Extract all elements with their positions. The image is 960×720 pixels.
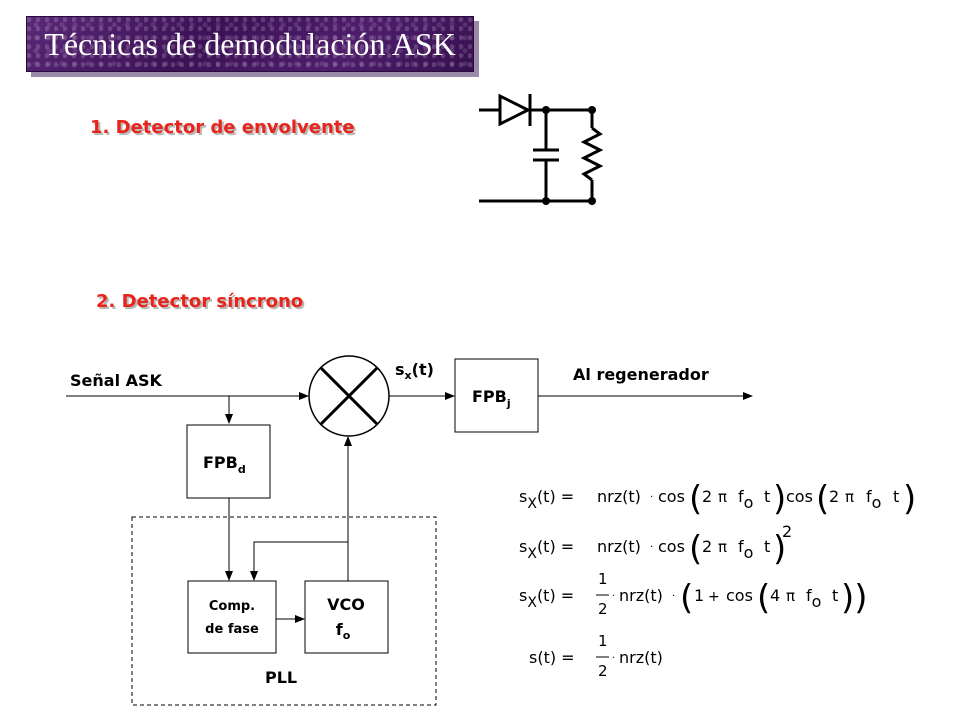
fpb-d-block xyxy=(186,424,271,499)
junction-dot xyxy=(542,106,550,114)
fpb-j-block xyxy=(454,358,539,433)
diode-symbol xyxy=(498,93,532,127)
eq4-numerator: 1 xyxy=(598,632,608,650)
eq1-two: 2 xyxy=(702,487,712,506)
capacitor-symbol xyxy=(533,110,559,201)
equation-3: sX(t) = 1 2 · nrz(t) · ( 1 + cos ( 4 π f… xyxy=(519,570,868,618)
eq2-paren-open: ( xyxy=(689,529,702,569)
eq3-nrz: nrz(t) xyxy=(619,586,663,605)
equations: sX(t) = nrz(t) · cos ( 2 π fo t ) cos ( … xyxy=(519,479,916,680)
eq2-nrz: nrz(t) xyxy=(597,537,641,556)
eq3-pi: π xyxy=(786,587,795,605)
envelope-detector-circuit xyxy=(479,93,604,205)
eq2-paren-close: ) xyxy=(773,529,786,569)
eq2-exponent: 2 xyxy=(782,522,792,541)
eq1-f: fo xyxy=(738,487,753,512)
junction-dot xyxy=(588,197,596,205)
eq2-dot: · xyxy=(650,542,653,553)
eq4-nrz: nrz(t) xyxy=(619,648,663,667)
synchronous-detector-diagram: Señal ASK sx(t) FPBj Al regenerador FPBd… xyxy=(66,355,753,706)
eq1-cos: cos xyxy=(658,487,685,506)
eq2-two: 2 xyxy=(702,537,712,556)
equation-4: s(t) = 1 2 · nrz(t) xyxy=(529,632,663,680)
eq2-t: t xyxy=(764,537,770,556)
eq1-paren-close: ) xyxy=(773,479,786,519)
eq3-dot1: · xyxy=(612,591,615,602)
junction-dot xyxy=(542,197,550,205)
eq1-two2: 2 xyxy=(829,487,839,506)
heading-synchronous-detector: 2. Detector síncrono xyxy=(96,291,304,312)
heading-envelope-detector: 1. Detector de envolvente xyxy=(90,117,355,138)
comp-label-line2: de fase xyxy=(205,622,259,637)
eq3-denominator: 2 xyxy=(598,600,608,618)
eq4-denominator: 2 xyxy=(598,662,608,680)
eq2-pi: π xyxy=(718,538,727,556)
vco-feedback-arrow xyxy=(250,541,348,581)
phase-comparator-block xyxy=(187,580,277,654)
vco-block xyxy=(304,580,389,654)
eq1-pi2: π xyxy=(845,488,854,506)
input-label: Señal ASK xyxy=(70,371,163,390)
slide-title: Técnicas de demodulación ASK xyxy=(44,25,456,62)
eq3-dot2: · xyxy=(672,591,675,602)
eq2-f: fo xyxy=(738,537,753,562)
eq4-dot: · xyxy=(612,653,615,664)
eq3-paren-open: ( xyxy=(680,578,693,618)
eq3-f: fo xyxy=(806,586,821,611)
eq1-pi: π xyxy=(718,488,727,506)
eq2-lhs: sX(t) = xyxy=(519,537,574,562)
eq3-one: 1 xyxy=(694,586,704,605)
vco-frequency-label: fo xyxy=(336,620,351,642)
eq1-paren-open: ( xyxy=(689,479,702,519)
fpb-j-label: FPBj xyxy=(472,387,511,410)
eq1-dot: · xyxy=(650,492,653,503)
eq3-cos: cos xyxy=(726,586,753,605)
eq3-paren-open2: ( xyxy=(757,578,770,618)
eq2-cos: cos xyxy=(658,537,685,556)
vco-label: VCO xyxy=(327,595,365,614)
resistor-symbol xyxy=(580,110,604,201)
eq3-paren-close: )) xyxy=(841,578,868,618)
eq1-f2: fo xyxy=(866,487,881,512)
fpb-d-label: FPBd xyxy=(203,453,246,476)
eq1-t: t xyxy=(764,487,770,506)
eq3-four: 4 xyxy=(770,586,780,605)
eq3-lhs: sX(t) = xyxy=(519,586,574,611)
junction-dot xyxy=(588,106,596,114)
eq1-t2: t xyxy=(893,487,899,506)
eq1-cos2: cos xyxy=(786,487,813,506)
eq3-t: t xyxy=(832,586,838,605)
pll-label: PLL xyxy=(265,668,297,687)
eq3-plus: + xyxy=(708,589,720,605)
mixer-output-label: sx(t) xyxy=(395,360,434,382)
pll-dashed-box xyxy=(131,516,437,706)
output-label: Al regenerador xyxy=(573,365,709,384)
equation-1: sX(t) = nrz(t) · cos ( 2 π fo t ) cos ( … xyxy=(519,479,916,519)
eq1-paren-open2: ( xyxy=(816,479,829,519)
mixer-symbol xyxy=(308,355,390,437)
eq1-nrz: nrz(t) xyxy=(597,487,641,506)
eq1-lhs: sX(t) = xyxy=(519,487,574,512)
comp-label-line1: Comp. xyxy=(209,599,255,614)
eq4-lhs: s(t) = xyxy=(529,648,575,667)
eq3-numerator: 1 xyxy=(598,570,608,588)
eq1-paren-close2: ) xyxy=(903,479,916,519)
title-box: Técnicas de demodulación ASK xyxy=(26,16,474,72)
equation-2: sX(t) = nrz(t) · cos ( 2 π fo t ) 2 xyxy=(519,522,792,569)
